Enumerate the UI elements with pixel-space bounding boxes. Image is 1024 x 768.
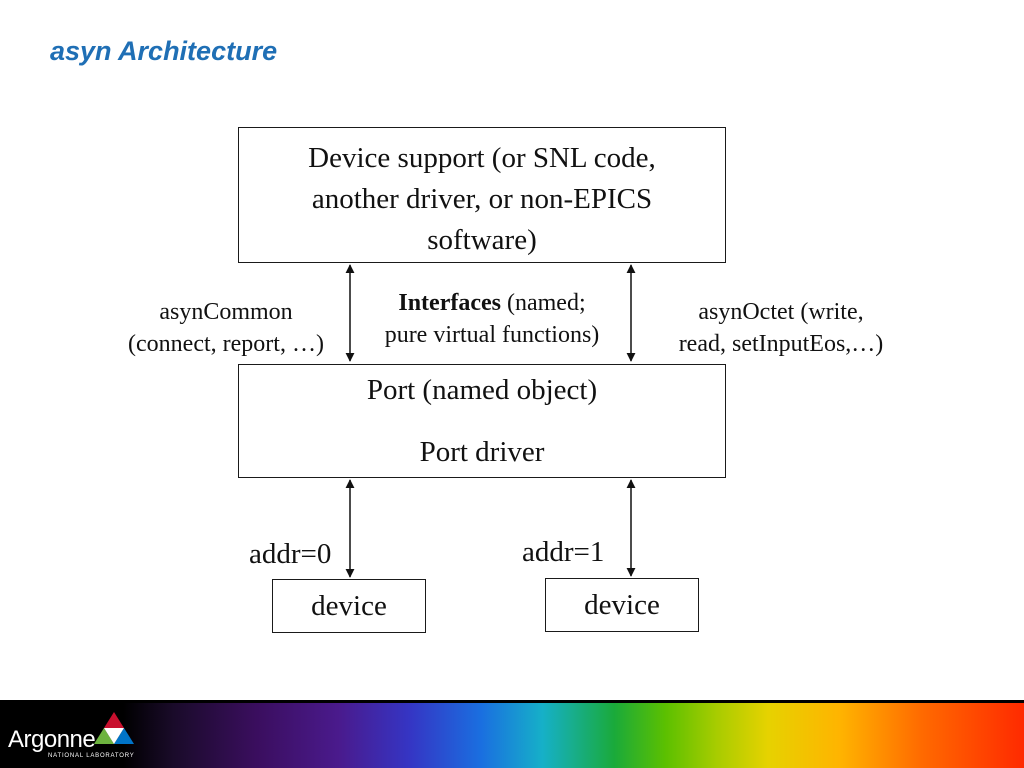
logo-name: Argonne xyxy=(8,726,96,753)
footer-spectrum-bar xyxy=(0,700,1024,768)
footer-divider xyxy=(0,700,1024,703)
device-box-left: device xyxy=(272,579,426,633)
port-box: Port (named object) Port driver xyxy=(238,364,726,478)
interfaces-bold: Interfaces xyxy=(398,290,501,316)
device-support-line: software) xyxy=(427,224,537,256)
asyncommon-line: asynCommon xyxy=(159,299,293,325)
device-box-right: device xyxy=(545,578,699,632)
device-support-line: Device support (or SNL code, xyxy=(308,142,656,174)
slide-title: asyn Architecture xyxy=(50,36,278,66)
asynoctet-label: asynOctet (write, read, setInputEos,…) xyxy=(648,296,914,360)
port-driver: Port driver xyxy=(419,436,545,468)
device-support-line: another driver, or non-EPICS xyxy=(311,183,653,215)
asyncommon-line: (connect, report, …) xyxy=(128,331,324,357)
asynoctet-line: asynOctet (write, xyxy=(698,299,864,325)
addr-0-label: addr=0 xyxy=(249,538,332,570)
logo-subtitle: NATIONAL LABORATORY xyxy=(48,753,135,759)
interfaces-label: Interfaces (named; pure virtual function… xyxy=(356,287,628,351)
argonne-logo: Argonne NATIONAL LABORATORY xyxy=(8,710,138,762)
device-support-box: Device support (or SNL code, another dri… xyxy=(238,127,726,263)
port-named-object: Port (named object) xyxy=(366,374,598,406)
interfaces-line2: pure virtual functions) xyxy=(384,322,600,348)
addr-1-label: addr=1 xyxy=(522,536,605,568)
argonne-triangle-logo-icon xyxy=(94,712,134,744)
asynoctet-line: read, setInputEos,…) xyxy=(678,331,884,357)
asyncommon-label: asynCommon (connect, report, …) xyxy=(98,296,354,360)
interfaces-rest: (named; xyxy=(500,290,586,316)
